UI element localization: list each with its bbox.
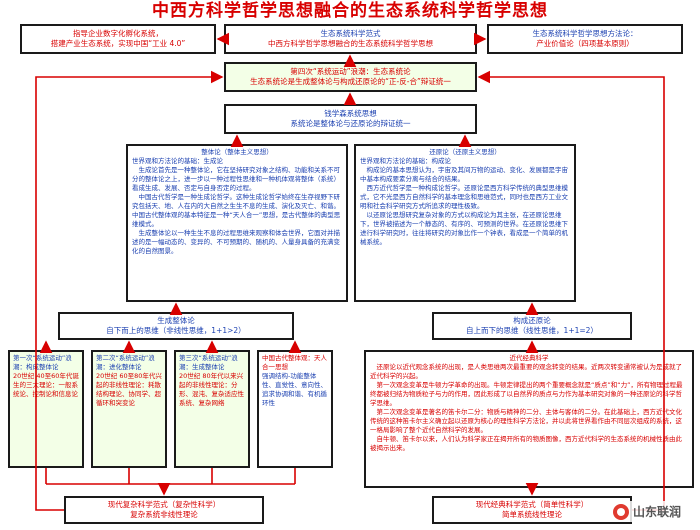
wave-2-head: 第二次“系统运动”浪潮：进化整体论 (96, 354, 155, 371)
modern-p1: 还原论以近代观念系统的出现，是人类思维两次最重要的观念转变的结果。近两次转变通常… (370, 363, 682, 380)
generative-title: 生成整体论 (157, 316, 195, 325)
wave-3-body: 20世纪 80年代以来兴起的非线性理论：分形、混沌、复杂适应性系统、复杂网络 (179, 372, 244, 407)
modern-heading: 近代经典科学 (509, 354, 549, 362)
complex-science-paradigm-box: 现代复杂科学范式（复杂性科学） 复杂系统非线性理论 (64, 496, 264, 524)
fourth-wave-subtitle: 生态系统论是生成整体论与构成还原论的“正-反-合”辩证统一 (250, 77, 451, 86)
arrow-simple-to-fourth (477, 70, 665, 511)
methodology-line-2: 产业价值论（四项基本原则） (536, 39, 634, 48)
modern-p2: 第一次观念变革是牛顿力学革命的出现。牛顿定律提出的两个重要概念就是“质点”和“力… (370, 381, 683, 407)
methodology-box: 生态系统科学哲学思想方法论： 产业价值论（四项基本原则） (487, 24, 683, 54)
modern-p4: 自牛顿、笛卡尔以来，人们认为科学家正在揭开所有的物质图像，西方近代科学的生态系统… (370, 435, 682, 452)
simple-paradigm-subtitle: 简单系统线性理论 (502, 510, 562, 519)
watermark-text: 山东联润 (632, 505, 681, 519)
simple-paradigm-title: 现代经典科学范式（简单性科学） (475, 500, 589, 509)
paradigm-line-1: 生态系统科学范式 (320, 29, 381, 38)
brand-logo-icon (612, 503, 629, 520)
holism-p1: 世界观和方法论的基础：生成论 (132, 157, 223, 165)
wave-1-body: 20世纪 40至60年代诞生的三大理论：一般系统论、控制论和信息论 (13, 372, 79, 398)
chinese-holism-head: 中国古代整体观：天人合一思想 (262, 354, 327, 371)
page-title: 中西方科学哲学思想融合的生态系统科学哲学思想 (152, 1, 548, 21)
wave-3-head: 第三次“系统运动”浪潮：生成整体论 (179, 354, 238, 371)
industry-application-box: 指导企业数字化孵化系统， 搭建产业生态系统，实现中国“工业 4.0” (20, 24, 216, 54)
holism-heading: 整体论（整体主义思想） (201, 148, 273, 156)
paradigm-line-2: 中西方科学哲学思想融合的生态系统科学哲学思想 (268, 39, 433, 48)
modern-p3: 第二次观念变革是著名的笛卡尔二分：物质与精神的二分、主体与客体的二分。在此基础上… (370, 408, 682, 434)
reductionism-heading: 还原论（还原主义思想） (429, 148, 501, 156)
reductionism-p1: 世界观和方法论的基础：构成论 (360, 157, 451, 165)
industry-line-1: 指导企业数字化孵化系统， (73, 29, 163, 38)
qian-line-2: 系统论是整体论与还原论的辩证统一 (290, 119, 411, 128)
reductionism-p3: 西方近代哲学是一种构成论哲学。还原论是西方科学传统的典型思维模式，它不光是西方自… (360, 184, 568, 210)
wave-3-box: 第三次“系统运动”浪潮：生成整体论 20世纪 80年代以来兴起的非线性理论：分形… (174, 350, 250, 468)
holism-p2: 生成论首先是一种整体论，它在坚持研究对象之结构、功能和关系不可分的整体论之上，进… (132, 166, 340, 192)
holism-p4: 生成整体论以一种生生不息的过程思维来观察和体会世界，它面对并描述的是一幅动态的、… (132, 229, 340, 255)
reductionism-p2: 构成论的基本思想认为，宇宙及其间万物的运动、变化、发展都是宇宙中基本构成要素分离… (360, 166, 568, 183)
methodology-line-1: 生态系统科学哲学思想方法论： (532, 29, 638, 38)
constructive-subtitle: 自上而下的思维（线性思维，1+1=2） (466, 326, 598, 335)
fourth-wave-title: 第四次“系统运动”浪潮：生态系统论 (290, 67, 411, 76)
complex-paradigm-title: 现代复杂科学范式（复杂性科学） (107, 500, 221, 509)
chinese-holism-body: 强调结构-功能整体性、直觉性、意向性、追求协调和谐、有机循环性 (262, 372, 327, 407)
arrow-complex-to-fourth (35, 70, 224, 511)
wave-2-box: 第二次“系统运动”浪潮：进化整体论 20世纪 60至80年代兴起的非线性理论：耗… (91, 350, 167, 468)
qian-line-1: 钱学森系统思想 (324, 109, 377, 118)
watermark: 山东联润 (607, 501, 686, 522)
complex-paradigm-subtitle: 复杂系统非线性理论 (130, 510, 198, 519)
holism-p3: 中国古代哲学是一种生成论哲学。这种生成论哲学始终在生存视野下研究包括天、地、人在… (132, 193, 341, 228)
wave-2-body: 20世纪 60至80年代兴起的非线性理论：耗散结构理论、协同学、超循环和突变论 (96, 372, 162, 407)
wave-1-box: 第一次“系统运动”浪潮：构成整体论 20世纪 40至60年代诞生的三大理论：一般… (8, 350, 84, 468)
generative-subtitle: 自下而上的思维（非线性思维，1+1>2） (106, 326, 246, 335)
industry-line-2: 搭建产业生态系统，实现中国“工业 4.0” (50, 39, 186, 48)
reductionism-p4: 以还原论思想研究复杂对象的方式以构成论为其主张，在还原论思维下，世界被描述为一个… (360, 211, 568, 246)
constructive-title: 构成还原论 (513, 316, 551, 325)
